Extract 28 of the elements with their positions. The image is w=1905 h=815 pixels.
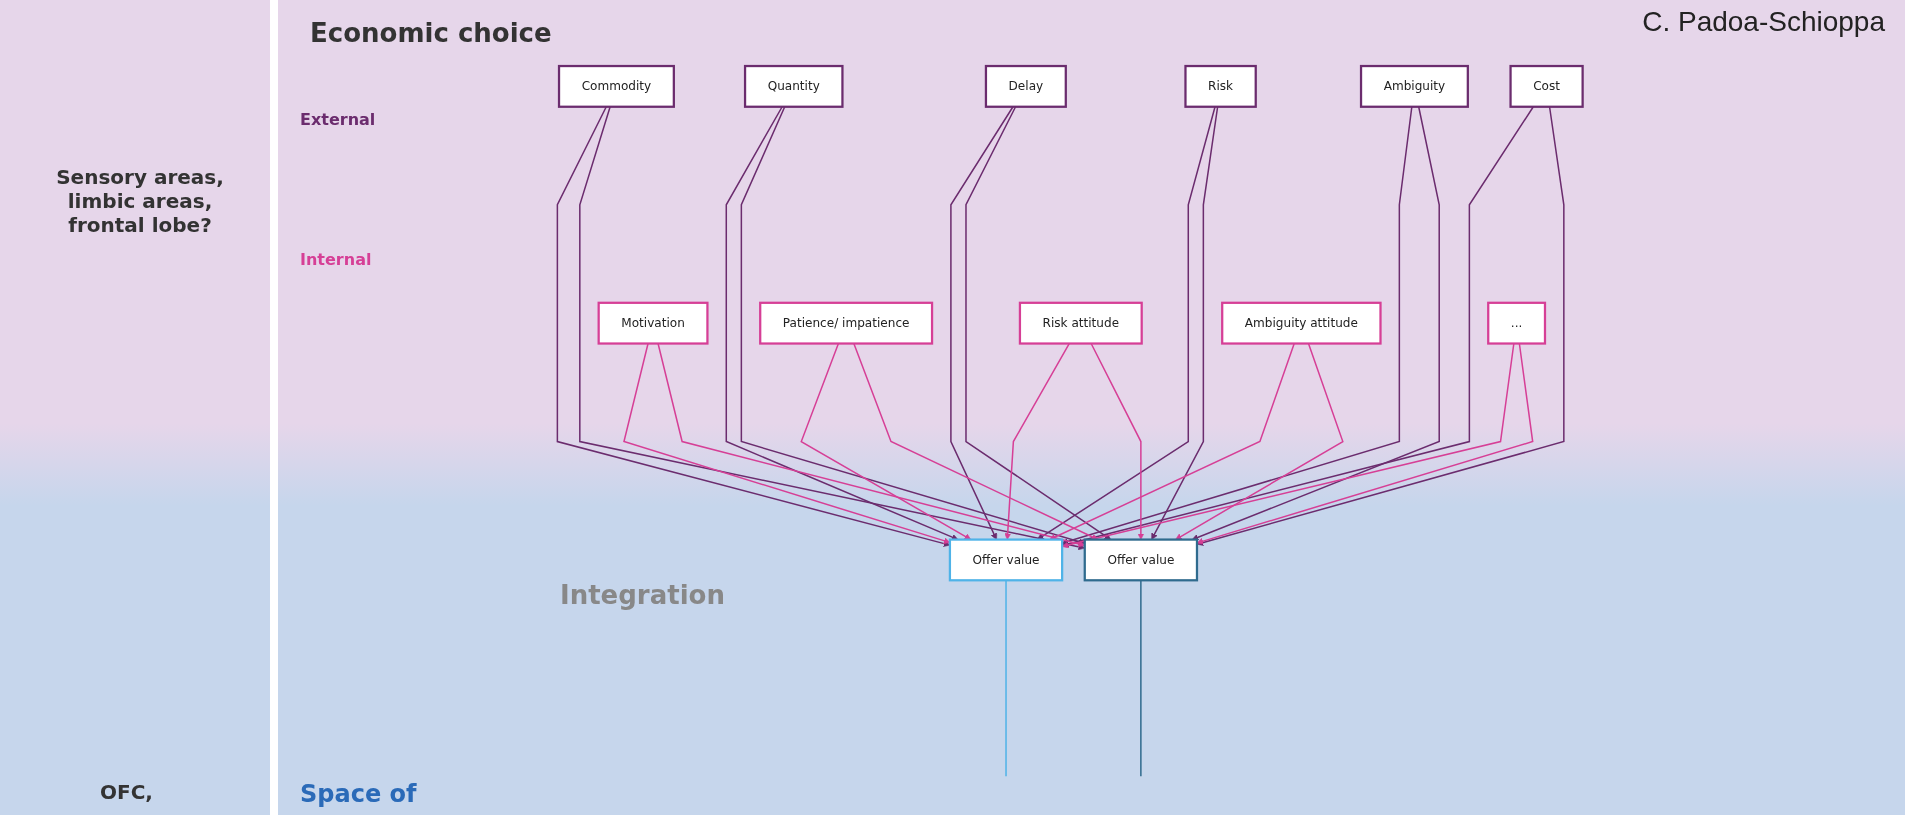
stage-label: Space of — [300, 780, 417, 808]
arrow — [950, 106, 1014, 540]
node-box: Delay — [984, 64, 1067, 108]
node-box: Offer value — [948, 538, 1064, 582]
arrow — [965, 106, 1112, 540]
arrow — [1151, 106, 1219, 540]
node-box: Risk attitude — [1018, 301, 1143, 345]
arrow — [1061, 106, 1535, 548]
node-box: Cost — [1509, 64, 1584, 108]
brain-region-label: Sensory areas, limbic areas, frontal lobe? — [55, 165, 225, 237]
node-box: Motivation — [597, 301, 709, 345]
node-box: Ambiguity attitude — [1221, 301, 1382, 345]
diagram-title: Economic choice — [310, 18, 552, 48]
node-box: Patience/ impatience — [759, 301, 934, 345]
node-box: ... — [1487, 301, 1547, 345]
node-box: Commodity — [557, 64, 675, 108]
arrow — [1191, 106, 1440, 541]
node-box: Risk — [1184, 64, 1257, 108]
node-box: Offer value — [1083, 538, 1199, 582]
author-credit: C. Padoa-Schioppa — [1642, 6, 1885, 38]
row-label: External — [300, 110, 376, 129]
row-label: Internal — [300, 250, 372, 269]
node-box: Quantity — [743, 64, 844, 108]
arrow — [1037, 106, 1216, 540]
arrow — [1196, 106, 1565, 546]
brain-region-label: OFC, — [100, 780, 153, 804]
node-box: Ambiguity — [1359, 64, 1469, 108]
stage-label: Integration — [560, 580, 725, 610]
